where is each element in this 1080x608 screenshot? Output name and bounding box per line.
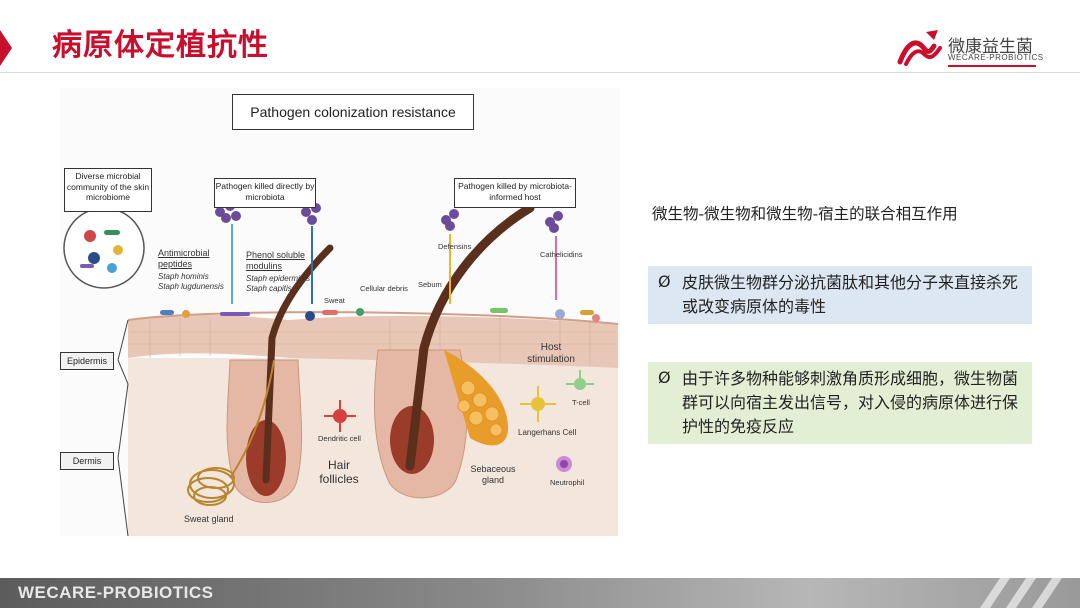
bullet-icon: Ø — [658, 272, 671, 291]
label-sebaceous-gland: Sebaceous gland — [468, 464, 518, 486]
label-staph-epidermidis: Staph epidermidis — [246, 274, 310, 284]
label-cellular-debris: Cellular debris — [360, 284, 408, 293]
logo-english-name: WECARE-PROBIOTICS — [948, 53, 1044, 62]
label-sweat-gland: Sweat gland — [184, 514, 234, 525]
label-sebum: Sebum — [418, 280, 442, 289]
label-t-cell: T-cell — [572, 398, 590, 407]
label-antimicrobial-peptides: Antimicrobial peptides — [158, 248, 218, 270]
figure-main-title: Pathogen colonization resistance — [232, 94, 474, 130]
logo-mark-icon — [896, 26, 944, 70]
label-cathelicidins: Cathelicidins — [540, 250, 583, 259]
label-neutrophil: Neutrophil — [550, 478, 584, 487]
label-dermis: Dermis — [60, 452, 114, 470]
callout-killed-directly: Pathogen killed directly by microbiota — [214, 178, 316, 208]
skin-microbiome-diagram: Pathogen colonization resistance Diverse… — [60, 88, 620, 536]
content-subtitle: 微生物-微生物和微生物-宿主的联合相互作用 — [652, 202, 958, 224]
label-phenol-soluble-modulins: Phenol soluble modulins — [246, 250, 312, 272]
corner-chevron-icon — [0, 30, 12, 66]
title-divider — [0, 72, 1080, 73]
slide-title: 病原体定植抗性 — [52, 20, 269, 64]
label-dendritic-cell: Dendritic cell — [318, 434, 361, 443]
point-panel-1: Ø 皮肤微生物群分泌抗菌肽和其他分子来直接杀死或改变病原体的毒性 — [648, 266, 1032, 324]
point-1-text: 皮肤微生物群分泌抗菌肽和其他分子来直接杀死或改变病原体的毒性 — [682, 271, 1022, 319]
label-hair-follicles: Hair follicles — [316, 458, 362, 487]
footer-stripes-icon — [970, 578, 1080, 608]
label-staph-hominis: Staph hominis — [158, 272, 209, 282]
label-langerhans-cell: Langerhans Cell — [518, 428, 576, 438]
footer-brand: WECARE-PROBIOTICS — [18, 583, 214, 603]
label-sweat: Sweat — [324, 296, 345, 305]
logo-underline — [948, 65, 1036, 67]
point-panel-2: Ø 由于许多物种能够刺激角质形成细胞，微生物菌群可以向宿主发出信号，对入侵的病原… — [648, 362, 1032, 444]
point-2-text: 由于许多物种能够刺激角质形成细胞，微生物菌群可以向宿主发出信号，对入侵的病原体进… — [682, 367, 1022, 439]
label-defensins: Defensins — [438, 242, 471, 251]
label-host-stimulation: Host stimulation — [518, 342, 584, 366]
callout-killed-by-host: Pathogen killed by microbiota-informed h… — [454, 178, 576, 208]
callout-diverse-community: Diverse microbial community of the skin … — [64, 168, 152, 212]
label-staph-lugdunensis: Staph lugdunensis — [158, 282, 224, 292]
label-staph-capitis: Staph capitis — [246, 284, 292, 294]
bullet-icon: Ø — [658, 368, 671, 387]
label-epidermis: Epidermis — [60, 352, 114, 370]
